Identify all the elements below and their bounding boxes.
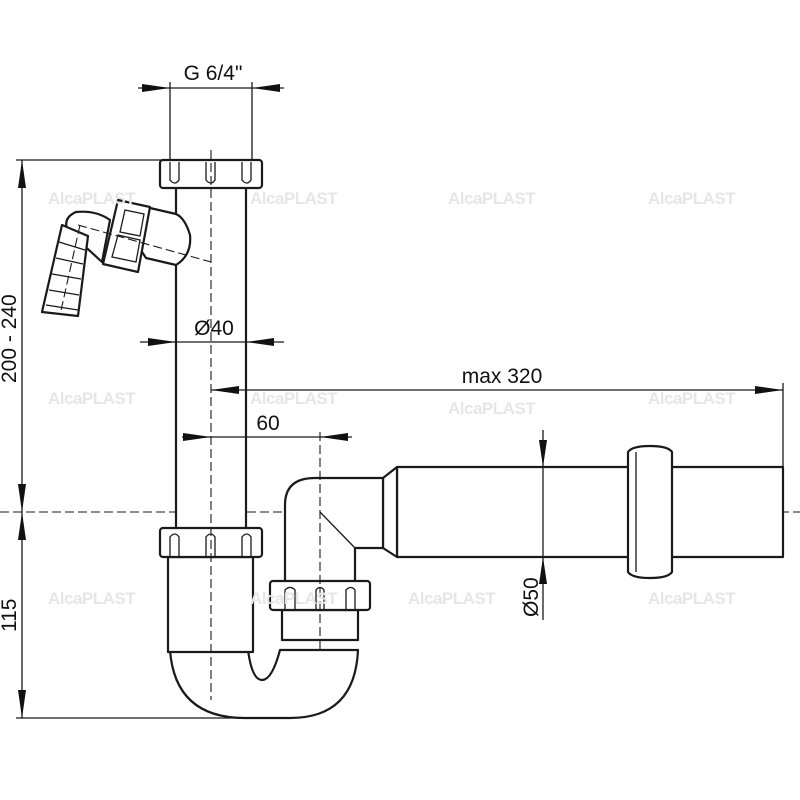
dimension-max-length: max 320 <box>211 365 784 467</box>
watermark: AlcaPLAST <box>250 189 338 208</box>
thread-label: G 6/4" <box>184 62 243 85</box>
watermark: AlcaPLAST <box>648 389 736 408</box>
diameter-50-label: Ø50 <box>520 577 543 617</box>
watermarks: AlcaPLAST AlcaPLAST AlcaPLAST AlcaPLAST … <box>48 189 737 608</box>
dimension-outlet-diameter: Ø50 <box>520 430 547 620</box>
side-inlet-connector <box>40 198 212 318</box>
watermark: AlcaPLAST <box>48 189 136 208</box>
dimension-heights: 200 - 240 115 <box>0 159 250 719</box>
watermark: AlcaPLAST <box>648 589 736 608</box>
watermark: AlcaPLAST <box>408 589 496 608</box>
bottom-height-label: 115 <box>0 599 21 632</box>
watermark: AlcaPLAST <box>48 389 136 408</box>
watermark: AlcaPLAST <box>48 589 136 608</box>
dimension-offset: 60 <box>182 412 352 441</box>
offset-label: 60 <box>256 412 279 435</box>
watermark: AlcaPLAST <box>448 399 536 418</box>
watermark: AlcaPLAST <box>648 189 736 208</box>
dimension-thread: G 6/4" <box>138 62 284 160</box>
watermark: AlcaPLAST <box>250 389 338 408</box>
dimension-pipe-diameter: Ø40 <box>140 317 284 346</box>
outlet-pipe <box>381 444 785 580</box>
diameter-40-label: Ø40 <box>194 317 234 340</box>
max-length-label: max 320 <box>462 365 543 388</box>
watermark: AlcaPLAST <box>250 589 338 608</box>
height-range-label: 200 - 240 <box>0 294 21 383</box>
watermark: AlcaPLAST <box>448 189 536 208</box>
elbow-riser <box>268 476 385 642</box>
